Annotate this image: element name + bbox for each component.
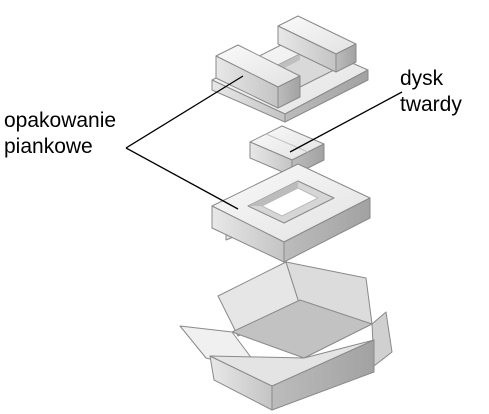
open-cardboard-box bbox=[179, 261, 393, 411]
hard-drive-label-line2: twardy bbox=[400, 93, 462, 116]
hard-drive-label: dysk twardy bbox=[400, 66, 462, 118]
foam-packaging-label-line2: piankowe bbox=[4, 135, 93, 158]
upper-foam-insert bbox=[211, 15, 369, 123]
leader-foam-lower bbox=[125, 147, 239, 210]
leader-foam-upper bbox=[125, 75, 244, 149]
leader-lines bbox=[125, 75, 403, 210]
leader-hard-drive bbox=[289, 91, 403, 153]
lower-foam-insert bbox=[211, 163, 371, 263]
hard-drive bbox=[249, 125, 325, 177]
hard-drive-label-line1: dysk bbox=[400, 67, 444, 90]
foam-packaging-label: opakowanie piankowe bbox=[4, 108, 116, 160]
foam-packaging-label-line1: opakowanie bbox=[4, 109, 117, 132]
